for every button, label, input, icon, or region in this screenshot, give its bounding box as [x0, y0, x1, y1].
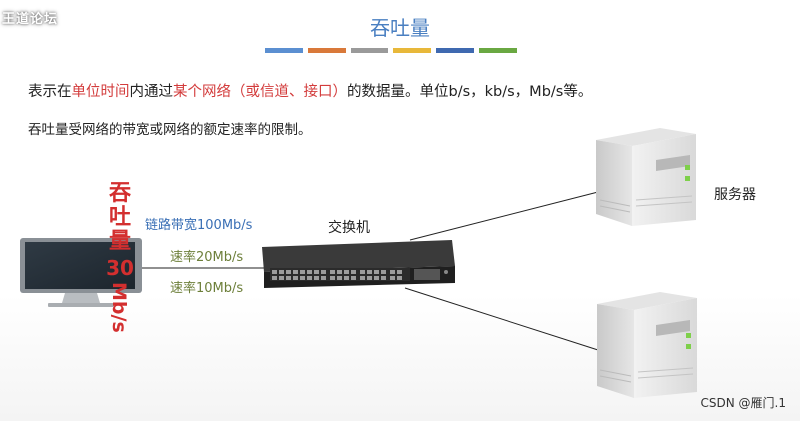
- throughput-unit: Mb/s: [108, 282, 130, 333]
- title-bar: [350, 48, 389, 53]
- switch-label: 交换机: [328, 220, 370, 236]
- rate-label: 速率10Mb/s: [170, 281, 244, 296]
- link-bandwidth-label: 链路带宽100Mb/s: [145, 218, 253, 233]
- link-switch-server-top: [409, 191, 599, 241]
- title-bar: [265, 48, 303, 53]
- computer-icon: [20, 238, 142, 307]
- limit-note: 吞吐量受网络的带宽或网络的额定速率的限制。: [28, 122, 312, 138]
- throughput-char: 吞: [108, 181, 131, 206]
- links: [140, 191, 599, 351]
- throughput-char: 吐: [108, 205, 131, 230]
- definition-highlight: 单位时间: [71, 84, 130, 100]
- credit-text: CSDN @雁门.1: [700, 396, 786, 410]
- title-bar: [393, 48, 432, 53]
- slide-title: 吞吐量: [370, 16, 430, 40]
- throughput-value: 30: [106, 256, 134, 280]
- definition-highlight: 某个网络（或信道、接口）: [173, 84, 347, 100]
- link-switch-server-bottom: [404, 287, 599, 351]
- definition-text: 表示在单位时间内通过某个网络（或信道、接口）的数据量。单位b/s，kb/s，Mb…: [28, 80, 592, 101]
- watermark-logo: 王道论坛: [2, 12, 59, 27]
- throughput-callout: 吞 吐 量 30: [103, 181, 137, 281]
- definition-part: 的数据量。单位b/s，kb/s，Mb/s等。: [347, 84, 593, 100]
- title-bar: [436, 48, 475, 53]
- definition-part: 内通过: [129, 84, 174, 100]
- definition-part: 表示在: [28, 84, 72, 100]
- server-icon: [596, 128, 696, 226]
- server-label: 服务器: [714, 187, 756, 203]
- server-icon: [597, 292, 697, 398]
- title-color-bars: [265, 48, 517, 53]
- title-bar: [479, 48, 517, 53]
- title-bar: [307, 48, 346, 53]
- switch-icon: [262, 240, 455, 288]
- throughput-char: 量: [108, 229, 131, 254]
- rate-label: 速率20Mb/s: [170, 250, 244, 265]
